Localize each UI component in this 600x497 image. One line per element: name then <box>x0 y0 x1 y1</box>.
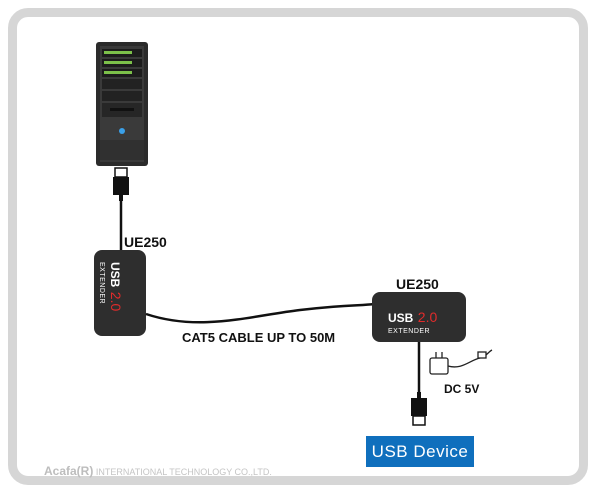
cable-label: CAT5 CABLE UP TO 50M <box>182 330 336 345</box>
usb-device-box: USB Device <box>366 436 474 467</box>
extender-left-text: USB 2.0 EXTENDER <box>98 262 124 311</box>
cat5-cable <box>145 302 375 324</box>
extender-sub-text: EXTENDER <box>388 328 431 335</box>
extender-usb-text: USB <box>388 311 414 325</box>
power-adapter-icon <box>429 349 493 375</box>
extender-sub-text: EXTENDER <box>98 262 105 305</box>
extender-usb-text: USB <box>108 262 122 288</box>
footer-company: INTERNATIONAL TECHNOLOGY CO.,LTD. <box>95 467 272 477</box>
usb-plug-icon <box>113 167 129 201</box>
extender-right-label: UE250 <box>396 276 439 292</box>
footer-brand: Acafa(R) <box>44 464 94 478</box>
extender-left-label: UE250 <box>124 234 167 250</box>
footer: Acafa(R) INTERNATIONAL TECHNOLOGY CO.,LT… <box>44 464 272 478</box>
usb-plug-icon <box>411 392 427 426</box>
extender-right <box>372 292 466 342</box>
power-label: DC 5V <box>444 382 480 396</box>
extender-left <box>94 250 146 336</box>
extender-version: 2.0 <box>417 309 438 325</box>
extender-right-text: USB 2.0 EXTENDER <box>388 309 437 335</box>
computer-tower-icon <box>96 42 148 166</box>
extender-version: 2.0 <box>108 291 124 312</box>
